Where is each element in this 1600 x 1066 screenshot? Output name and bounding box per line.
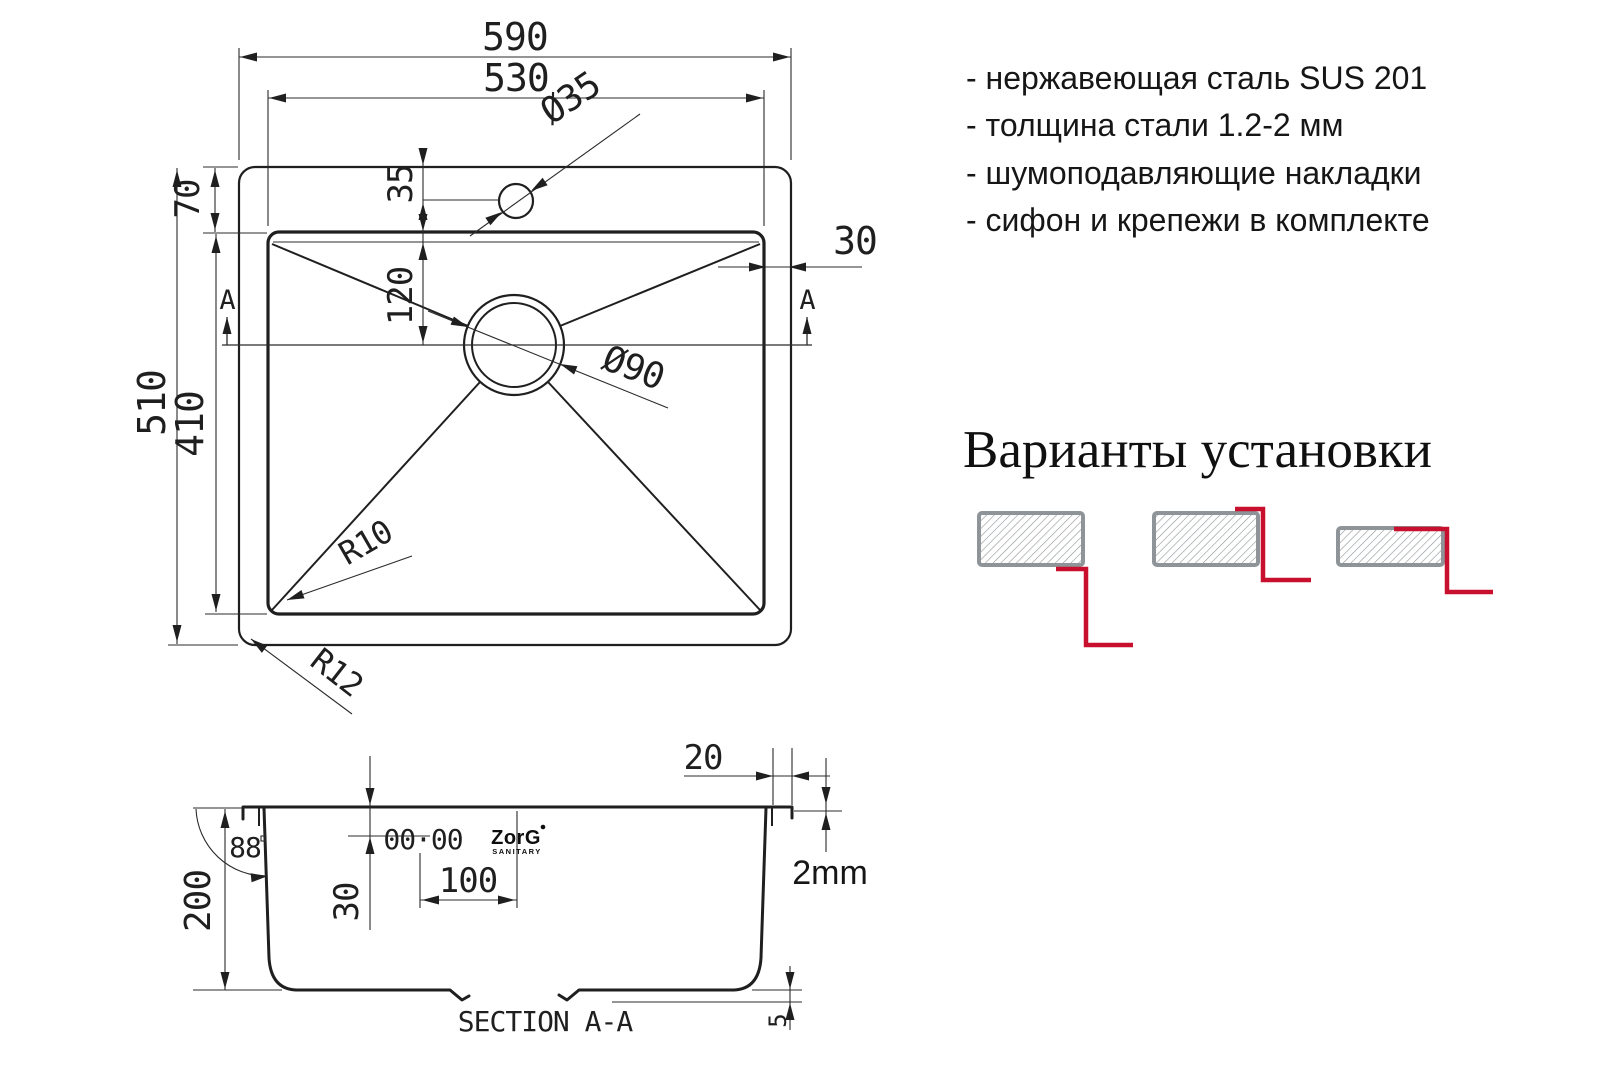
installation-title: Варианты установки xyxy=(963,421,1432,479)
plan-outer-rect xyxy=(237,165,793,647)
countertop-slab xyxy=(977,511,1085,567)
plan-fold-lines xyxy=(271,243,761,611)
spec-item-4: - сифон и крепежи в комплекте xyxy=(966,202,1430,238)
countertop-slab xyxy=(1152,511,1260,567)
section-marker-right: A xyxy=(799,285,815,316)
sink-profile-line xyxy=(1235,506,1311,583)
dim-wall-angle: 88 xyxy=(229,831,261,864)
dim-bowl-height: 200 xyxy=(178,870,219,932)
section-cut-line xyxy=(222,317,812,346)
section-caption: SECTION A-A xyxy=(458,1005,634,1038)
section-arrowheads xyxy=(220,771,831,1020)
dim-overall-depth: 510 xyxy=(130,370,174,436)
section-view: 20 2mm 88 200 30 100 5 00·00 SECTION A-A… xyxy=(178,738,868,1038)
section-labels: 20 2mm 88 200 30 100 5 00·00 SECTION A-A xyxy=(178,738,868,1038)
spec-item-1: - нержавеющая сталь SUS 201 xyxy=(966,60,1427,96)
dim-stamp-drop: 30 xyxy=(327,883,367,922)
section-profile xyxy=(241,805,794,1002)
dim-recess-depth: 5 xyxy=(764,1014,792,1027)
install-variant-flush xyxy=(1152,506,1311,583)
countertop-slab xyxy=(1336,526,1445,567)
dim-bowl-edge-to-drain: 120 xyxy=(381,267,421,325)
dim-bowl-corner-radius: R10 xyxy=(332,512,398,572)
dim-flange-overhang: 20 xyxy=(684,738,723,778)
dim-faucet-to-edge: 35 xyxy=(381,165,421,204)
dim-overall-width: 590 xyxy=(482,15,548,59)
dim-rim-to-bowl: 70 xyxy=(168,180,208,219)
installation-options: Варианты установки xyxy=(963,421,1493,648)
degree-square-icon xyxy=(260,835,267,842)
spec-item-3: - шумоподавляющие накладки xyxy=(966,155,1422,191)
install-variant-overmount xyxy=(1336,526,1493,595)
section-marker-left: A xyxy=(219,285,235,316)
brand-text: ZorG xyxy=(491,827,541,849)
dim-outer-corner-radius: R12 xyxy=(303,640,370,704)
registered-dot-icon xyxy=(540,824,546,830)
dim-bowl-depth: 410 xyxy=(168,391,212,457)
install-variant-undermount xyxy=(977,511,1133,648)
sink-profile-line xyxy=(1394,526,1493,595)
sink-profile-line xyxy=(1056,566,1133,648)
dim-side-gap: 30 xyxy=(833,219,877,263)
dim-stamp-to-center: 100 xyxy=(439,861,497,901)
zorg-logo: ZorG SANITARY xyxy=(491,824,546,856)
plan-bowl-rect xyxy=(266,230,766,616)
dim-drain-hole: Ø90 xyxy=(597,338,670,399)
faucet-hole-circle xyxy=(497,182,535,220)
emboss-stamp: 00·00 xyxy=(383,823,462,856)
spec-item-2: - толщина стали 1.2-2 мм xyxy=(966,107,1344,143)
dim-bowl-width: 530 xyxy=(483,56,549,100)
plan-view: 590 530 30 70 510 410 35 120 Ø35 Ø90 R10… xyxy=(130,15,878,715)
dim-steel-thickness: 2mm xyxy=(792,854,868,892)
specs-list: - нержавеющая сталь SUS 201 - толщина ст… xyxy=(966,60,1430,238)
brand-subtext: SANITARY xyxy=(492,847,542,856)
